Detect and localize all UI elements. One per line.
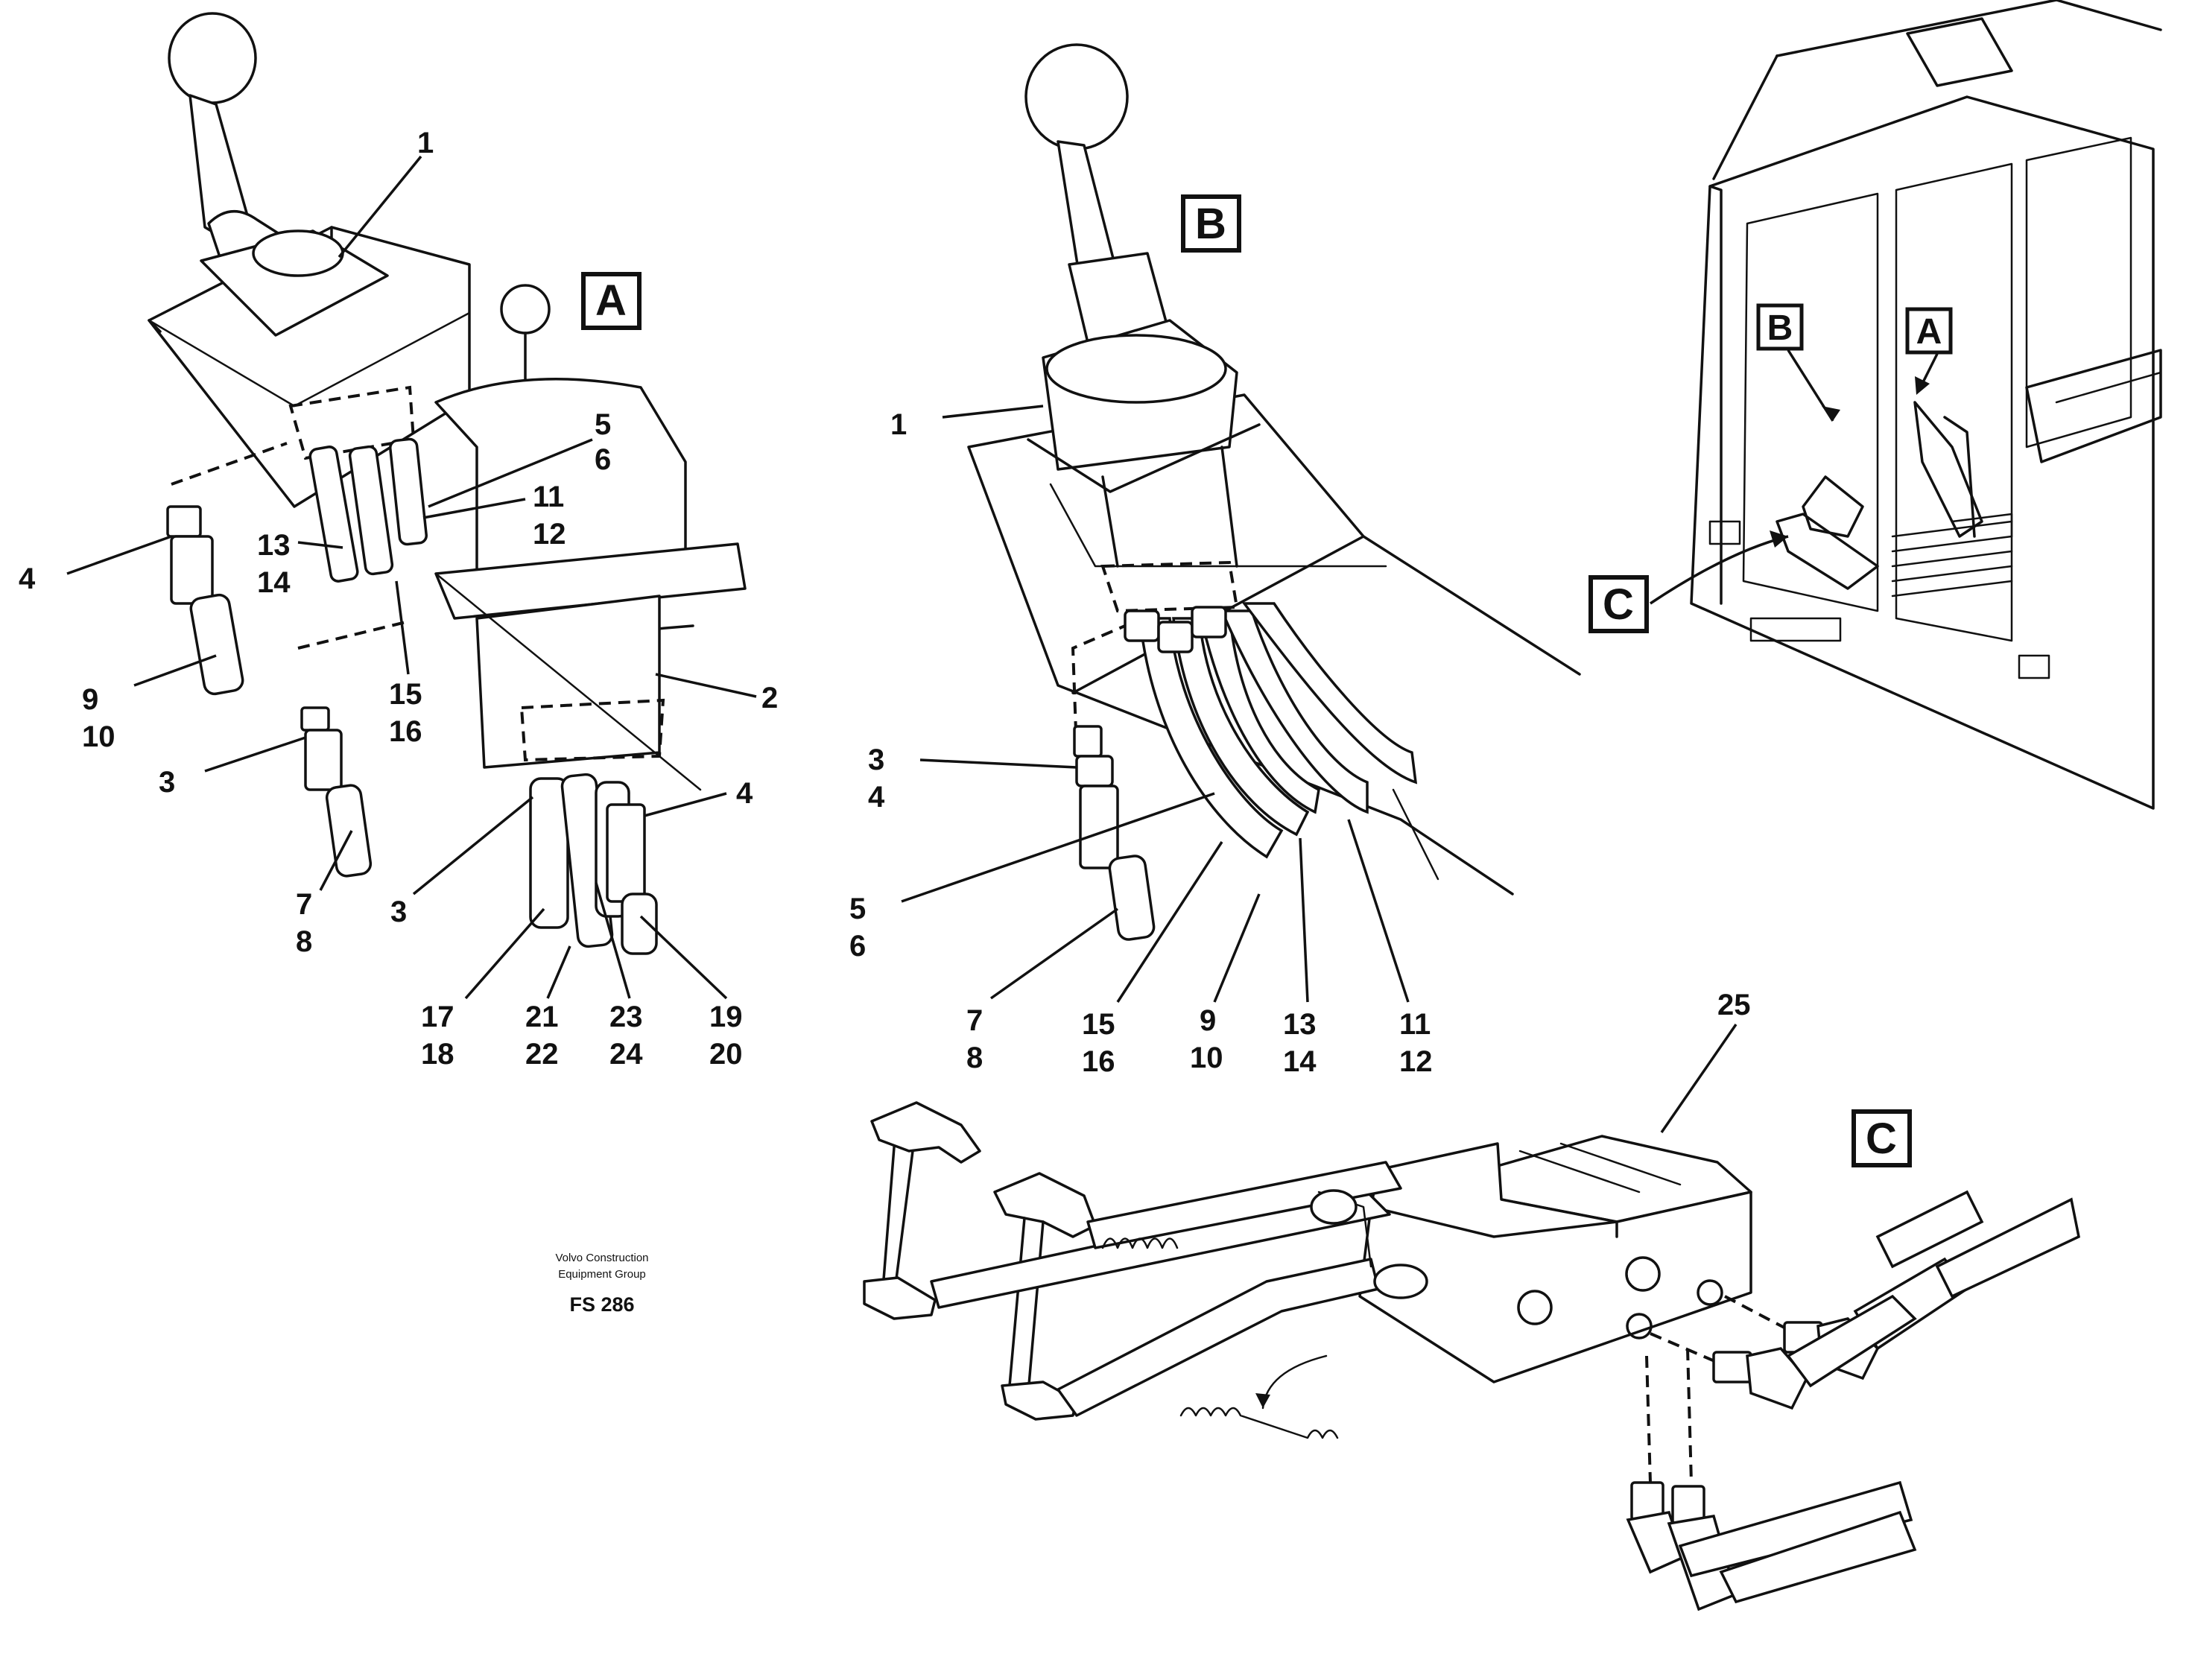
label-a-1: 1 [417, 127, 434, 159]
label-a-8: 8 [296, 925, 312, 958]
label-a-3-left: 3 [159, 766, 175, 799]
label-a-13: 13 [257, 529, 291, 562]
label-a-15: 15 [389, 678, 422, 711]
label-b-14: 14 [1283, 1045, 1317, 1078]
credit-line-2: Equipment Group [558, 1268, 646, 1281]
label-a-2: 2 [761, 682, 778, 714]
label-a-21: 21 [525, 1001, 559, 1033]
view-tag-a: A [581, 272, 642, 330]
svg-text:A: A [1916, 312, 1942, 352]
label-b-7: 7 [966, 1004, 983, 1037]
credit-line-1: Volvo Construction [555, 1252, 648, 1264]
label-a-23: 23 [609, 1001, 643, 1033]
label-b-8: 8 [966, 1042, 983, 1074]
label-a-18: 18 [421, 1038, 454, 1071]
cab-tag-a: A [1905, 307, 1953, 395]
label-a-9: 9 [82, 683, 98, 716]
view-a-labels: 1 2 3 3 4 4 5 6 7 8 9 10 11 12 13 14 15 … [19, 127, 778, 1071]
label-a-5: 5 [595, 408, 611, 441]
label-a-4-right: 4 [736, 777, 753, 810]
label-a-4-left: 4 [19, 562, 36, 595]
label-c-25: 25 [1717, 989, 1751, 1021]
label-b-12: 12 [1399, 1045, 1433, 1078]
label-b-15: 15 [1082, 1008, 1115, 1041]
label-b-5: 5 [849, 893, 866, 925]
svg-text:C: C [1603, 580, 1634, 629]
label-a-7: 7 [296, 888, 312, 921]
view-c-labels: 25 [1660, 989, 1751, 1133]
svg-text:C: C [1866, 1115, 1897, 1163]
view-b-assembly [967, 43, 1581, 941]
label-b-16: 16 [1082, 1045, 1115, 1078]
cab-overview [1690, 0, 2162, 810]
label-a-17: 17 [421, 1001, 454, 1033]
label-a-11: 11 [533, 481, 564, 513]
credit-block: Volvo Construction Equipment Group FS 28… [555, 1252, 648, 1316]
label-a-20: 20 [709, 1038, 743, 1071]
cab-tag-c: C [1588, 530, 1789, 633]
figure-code: FS 286 [569, 1293, 634, 1316]
label-b-10: 10 [1190, 1042, 1223, 1074]
label-b-1: 1 [890, 408, 907, 441]
label-a-6: 6 [595, 443, 611, 476]
label-b-6: 6 [849, 930, 866, 963]
view-b-labels: 1 3 4 5 6 7 8 9 10 11 12 13 14 15 16 [849, 405, 1433, 1078]
label-a-22: 22 [525, 1038, 559, 1071]
label-a-24: 24 [609, 1038, 643, 1071]
label-b-9: 9 [1200, 1004, 1216, 1037]
label-a-16: 16 [389, 715, 422, 748]
label-b-4: 4 [868, 781, 885, 814]
view-a-assembly [148, 12, 747, 955]
svg-text:B: B [1767, 308, 1793, 348]
label-b-11: 11 [1399, 1008, 1431, 1041]
label-b-3: 3 [868, 744, 884, 776]
label-a-3-bottom: 3 [390, 896, 407, 928]
view-tag-c: C [1852, 1109, 1912, 1167]
label-a-12: 12 [533, 518, 566, 551]
label-a-19: 19 [709, 1001, 743, 1033]
label-b-13: 13 [1283, 1008, 1317, 1041]
view-c-assembly [863, 1101, 2080, 1611]
label-a-14: 14 [257, 566, 291, 599]
svg-text:B: B [1195, 200, 1226, 248]
view-tag-b: B [1181, 194, 1241, 253]
label-a-10: 10 [82, 720, 115, 753]
svg-text:A: A [595, 276, 627, 325]
cab-tag-b: B [1756, 303, 1840, 422]
